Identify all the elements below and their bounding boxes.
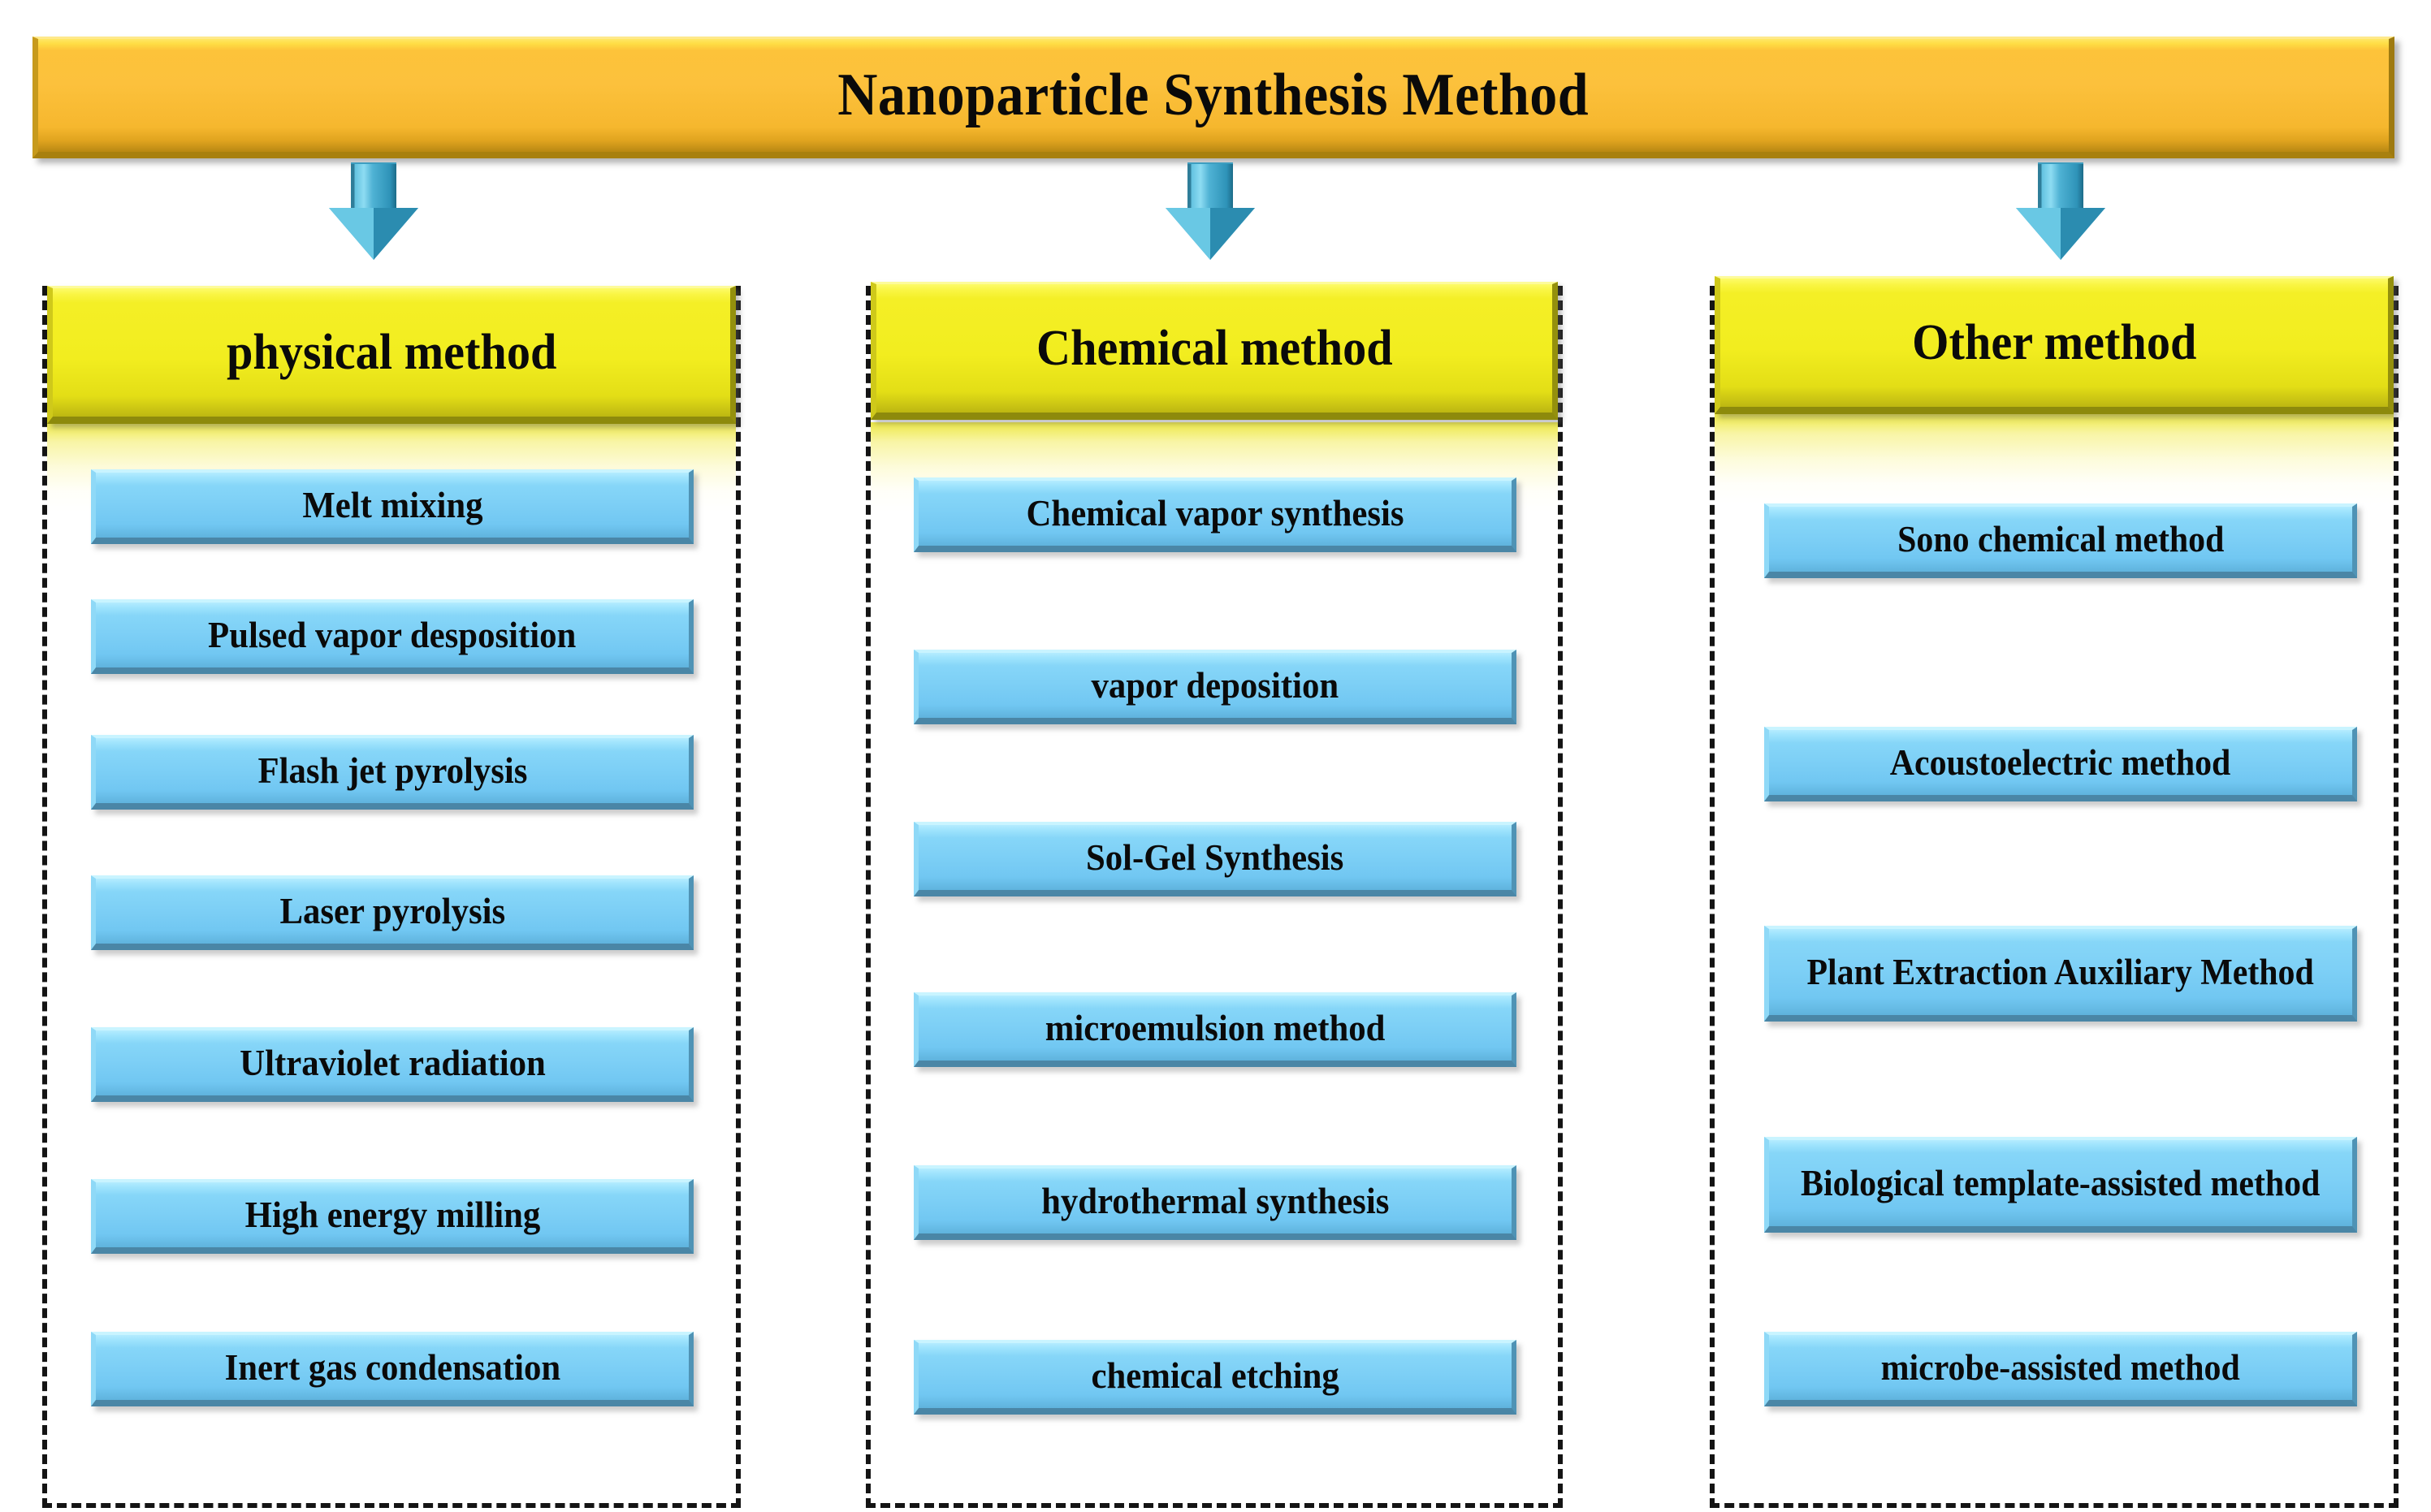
arrow-head-left-facet: [1166, 208, 1210, 260]
column-header-label: Other method: [1911, 314, 2197, 370]
item-label: High energy milling: [244, 1194, 540, 1236]
item-box-microemulsion-method[interactable]: microemulsion method: [914, 992, 1516, 1067]
item-label: Sol-Gel Synthesis: [1086, 836, 1344, 879]
item-label: Biological template-assisted method: [1801, 1162, 2321, 1203]
arrow-shaft: [351, 162, 396, 214]
item-box-microbe-assisted-method[interactable]: microbe-assisted method: [1764, 1332, 2357, 1406]
item-label: Plant Extraction Auxiliary Method: [1806, 951, 2315, 992]
column-header-other-method[interactable]: Other method: [1715, 276, 2394, 414]
arrow-down-icon-chemical: [1166, 162, 1255, 260]
column-header-label: physical method: [226, 324, 557, 380]
item-box-sol-gel-synthesis[interactable]: Sol-Gel Synthesis: [914, 822, 1516, 896]
item-box-inert-gas-condensation[interactable]: Inert gas condensation: [91, 1332, 694, 1406]
arrow-shaft: [1187, 162, 1233, 214]
item-label: Sono chemical method: [1897, 518, 2225, 559]
item-box-acoustoelectric-method[interactable]: Acoustoelectric method: [1764, 727, 2357, 801]
item-label: Acoustoelectric method: [1890, 741, 2231, 783]
diagram-title-bar: Nanoparticle Synthesis Method: [32, 37, 2394, 158]
item-label: microemulsion method: [1045, 1007, 1386, 1049]
column-group-chemical-method: [866, 286, 1563, 1508]
column-fade-other-method: [1715, 414, 2394, 503]
item-box-high-energy-milling[interactable]: High energy milling: [91, 1179, 694, 1254]
column-group-physical-method: [42, 286, 741, 1508]
item-box-pulsed-vapor-desposition[interactable]: Pulsed vapor desposition: [91, 599, 694, 674]
item-label: vapor deposition: [1091, 664, 1339, 706]
item-box-laser-pyrolysis[interactable]: Laser pyrolysis: [91, 875, 694, 950]
column-header-physical-method[interactable]: physical method: [47, 286, 736, 424]
item-box-sono-chemical-method[interactable]: Sono chemical method: [1764, 503, 2357, 578]
item-box-plant-extraction-auxiliary-method[interactable]: Plant Extraction Auxiliary Method: [1764, 926, 2357, 1022]
arrow-head-right-facet: [374, 208, 418, 260]
item-box-biological-template-assisted-method[interactable]: Biological template-assisted method: [1764, 1137, 2357, 1233]
arrow-head-left-facet: [329, 208, 374, 260]
item-box-vapor-deposition[interactable]: vapor deposition: [914, 650, 1516, 724]
arrow-down-icon-other: [2016, 162, 2105, 260]
column-group-other-method: [1710, 286, 2399, 1508]
item-box-chemical-vapor-synthesis[interactable]: Chemical vapor synthesis: [914, 477, 1516, 552]
item-box-chemical-etching[interactable]: chemical etching: [914, 1340, 1516, 1415]
diagram-title: Nanoparticle Synthesis Method: [837, 62, 1590, 128]
arrow-head-right-facet: [2061, 208, 2105, 260]
item-label: Chemical vapor synthesis: [1026, 492, 1404, 534]
arrow-shaft: [2038, 162, 2083, 214]
item-label: Flash jet pyrolysis: [257, 750, 527, 792]
column-header-chemical-method[interactable]: Chemical method: [871, 282, 1558, 420]
item-label: Inert gas condensation: [224, 1346, 560, 1389]
item-label: Pulsed vapor desposition: [208, 614, 577, 656]
arrow-head-right-facet: [1210, 208, 1255, 260]
item-label: Laser pyrolysis: [279, 890, 505, 932]
item-label: chemical etching: [1091, 1354, 1339, 1397]
item-label: Melt mixing: [301, 484, 483, 526]
item-label: hydrothermal synthesis: [1040, 1180, 1390, 1222]
arrow-down-icon-physical: [329, 162, 418, 260]
item-box-ultraviolet-radiation[interactable]: Ultraviolet radiation: [91, 1027, 694, 1102]
column-header-label: Chemical method: [1036, 320, 1393, 376]
item-label: microbe-assisted method: [1880, 1346, 2241, 1388]
item-box-melt-mixing[interactable]: Melt mixing: [91, 469, 694, 544]
item-box-hydrothermal-synthesis[interactable]: hydrothermal synthesis: [914, 1165, 1516, 1240]
arrow-head-left-facet: [2016, 208, 2061, 260]
item-box-flash-jet-pyrolysis[interactable]: Flash jet pyrolysis: [91, 735, 694, 810]
item-label: Ultraviolet radiation: [239, 1042, 546, 1084]
